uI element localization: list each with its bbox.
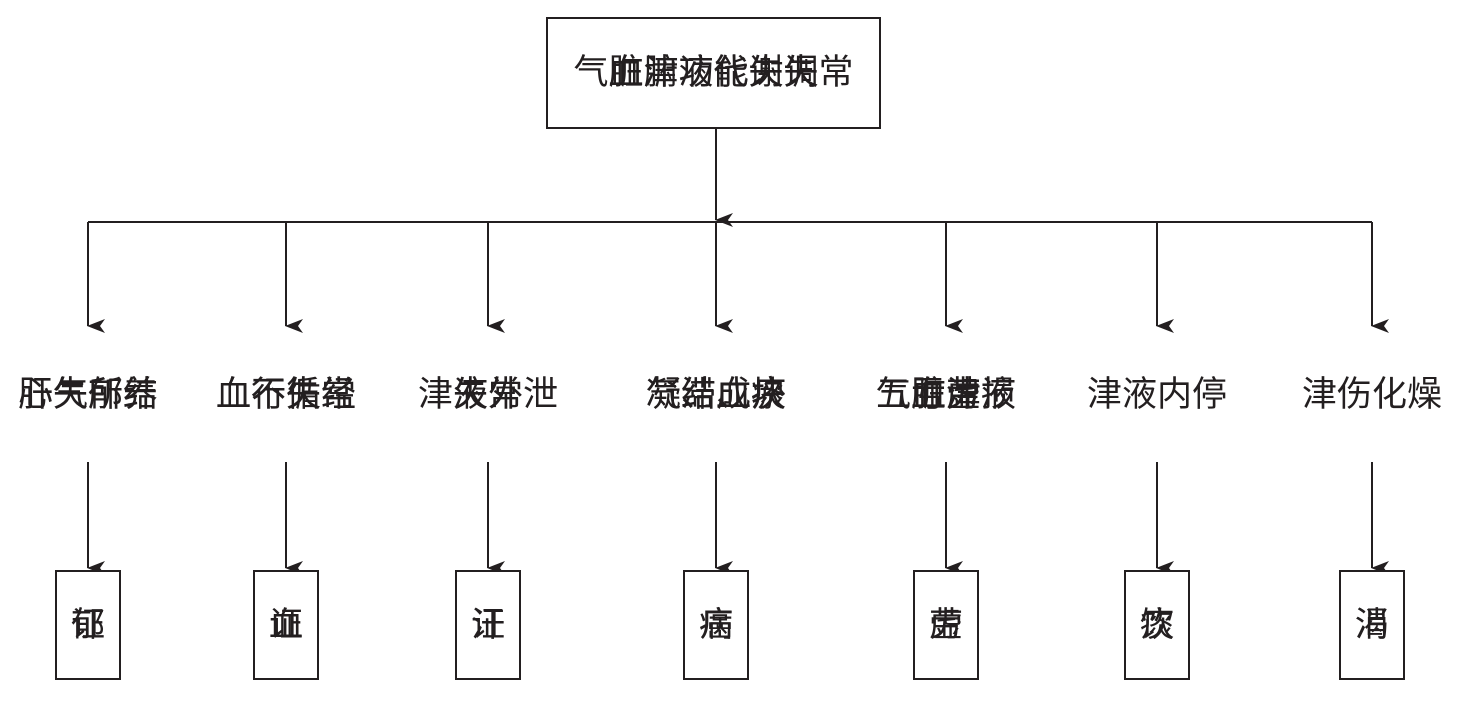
disease-box-4: 癌病 [683,570,749,680]
disease-5-char-1: 虚 [929,605,963,645]
disease-box-7: 消渴 [1339,570,1405,680]
mechanism-5-line-1: 五脏劳损 [875,375,1016,415]
mechanism-4-line-2: 凝、血瘀 [645,375,786,415]
root-line-1: 脏腑功能失调 [608,53,819,93]
disease-2-char-1: 血 [269,605,303,645]
mechanism-2-line-1: 血行失常 [215,375,356,415]
disease-6-char-1: 痰 [1140,605,1174,645]
disease-3-char-2: 证 [471,605,505,645]
disease-7-char-2: 渴 [1355,605,1389,645]
mechanism-3: 津液外泄失常 [378,320,598,470]
mechanism-6-line-1: 津液内停 [1086,375,1227,415]
mechanism-7-line-1: 津伤化燥 [1301,375,1442,415]
mechanism-2: 血行失常血不循经 [176,320,396,470]
mechanism-5-line-3: 亏虚 [910,375,981,415]
disease-box-5: 虚劳 [913,570,979,680]
disease-4-char-2: 病 [699,605,733,645]
disease-6-char-2: 饮 [1140,605,1174,645]
mechanism-6: 津液内停 [1047,320,1267,470]
mechanism-3-line-2: 失常 [452,375,523,415]
disease-4-char-1: 癌 [699,605,733,645]
root-line-2: 气血津液代谢失常 [573,53,854,93]
mechanism-4-line-1: 气滞、痰 [645,375,786,415]
disease-2-char-2: 证 [269,605,303,645]
disease-3-char-1: 汗 [471,605,505,645]
mechanism-2-line-2: 血不循经 [215,375,356,415]
root-box: 脏腑功能失调 气血津液代谢失常 [546,17,881,129]
mechanism-1-line-2: 心失所养 [17,375,158,415]
mechanism-1: 肝气郁结心失所养 [0,320,198,470]
disease-box-1: 郁证 [55,570,121,680]
mechanism-5: 五脏劳损气血津液亏虚 [836,320,1056,470]
disease-5-char-2: 劳 [929,605,963,645]
disease-box-2: 血证 [253,570,319,680]
mechanism-4-line-3: 凝结成块 [645,375,786,415]
mechanism-4: 气滞、痰凝、血瘀凝结成块 [606,320,826,470]
mechanism-7: 津伤化燥 [1262,320,1469,470]
disease-box-3: 汗证 [455,570,521,680]
disease-1-char-1: 郁 [71,605,105,645]
mechanism-5-line-2: 气血津液 [875,375,1016,415]
disease-box-6: 痰饮 [1124,570,1190,680]
disease-7-char-1: 消 [1355,605,1389,645]
mechanism-1-line-1: 肝气郁结 [17,375,158,415]
disease-1-char-2: 证 [71,605,105,645]
mechanism-3-line-1: 津液外泄 [417,375,558,415]
